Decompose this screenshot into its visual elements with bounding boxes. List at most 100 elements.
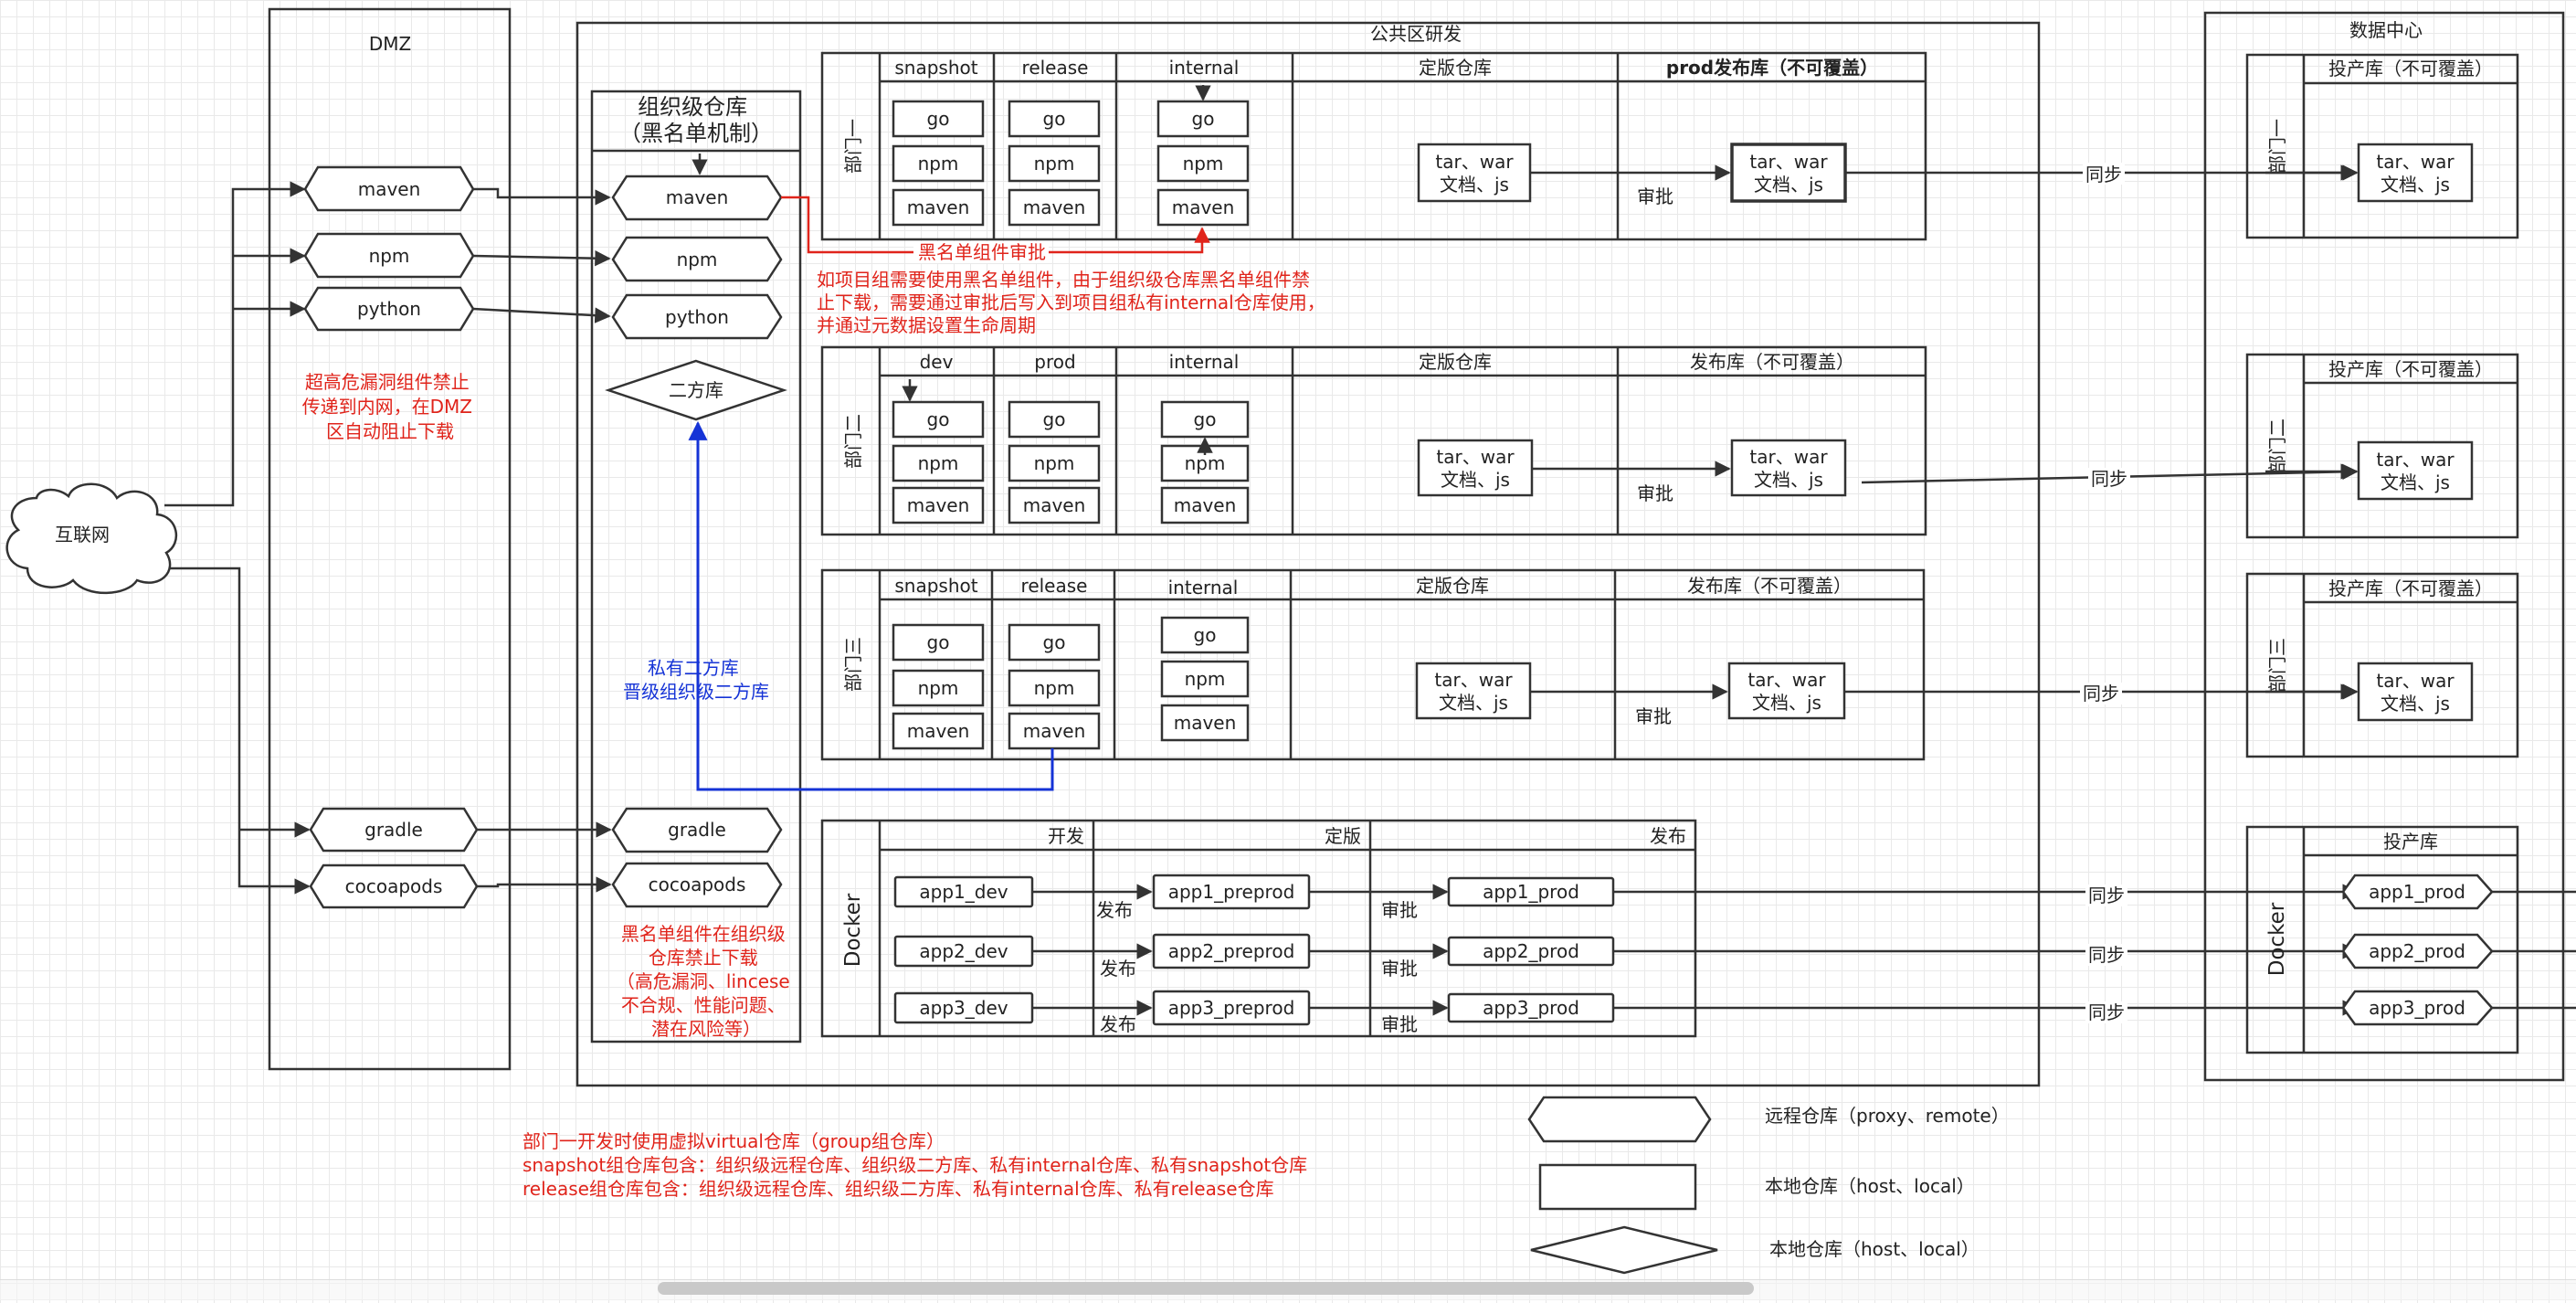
approve-docker-3: 审批 (1381, 1013, 1418, 1035)
org-npm-repo[interactable]: npm (611, 236, 783, 282)
dept3-internal-go[interactable]: go (1160, 616, 1250, 654)
dc-dept3-repo-title: 投产库（不可覆盖） (2328, 577, 2493, 599)
dept3-snapshot-maven[interactable]: maven (892, 712, 985, 750)
dept2-approve: 审批 (1637, 482, 1673, 504)
svg-text:maven: maven (666, 186, 729, 208)
app1-prod[interactable]: app1_prod (1447, 876, 1615, 907)
svg-text:app1_prod: app1_prod (1483, 881, 1579, 903)
dmz-cocoapods-repo[interactable]: cocoapods (309, 863, 479, 909)
dept2-dev-go[interactable]: go (892, 400, 985, 439)
dept2-col-fixed: 定版仓库 (1419, 351, 1492, 373)
bottom-notes: 部门一开发时使用虚拟virtual仓库（group组仓库） snapshot组仓… (523, 1130, 1307, 1200)
svg-text:go: go (1194, 624, 1217, 646)
org-maven-repo[interactable]: maven (611, 175, 783, 221)
internet-label: 互联网 (55, 524, 110, 546)
svg-text:部门三: 部门三 (2266, 638, 2288, 693)
dept2-prod-npm[interactable]: npm (1008, 444, 1101, 482)
dmz-python-repo[interactable]: python (303, 286, 475, 332)
svg-text:npm: npm (918, 452, 959, 474)
svg-text:maven: maven (1174, 494, 1237, 516)
svg-text:maven: maven (358, 178, 421, 200)
dept2-col-prod: prod (1034, 351, 1075, 373)
svg-text:app1_prod: app1_prod (2369, 881, 2465, 903)
dc-app1-prod[interactable]: app1_prod (2341, 874, 2494, 910)
app3-dev[interactable]: app3_dev (893, 991, 1034, 1024)
org-second-party-repo[interactable]: 二方库 (605, 359, 787, 421)
app2-preprod[interactable]: app2_preprod (1152, 933, 1311, 969)
horizontal-scrollbar-thumb[interactable] (658, 1282, 1754, 1295)
svg-text:go: go (927, 108, 950, 130)
dept1-snapshot-npm[interactable]: npm (892, 144, 985, 183)
dept2-internal-maven[interactable]: maven (1160, 486, 1250, 524)
dc-app3-prod[interactable]: app3_prod (2341, 990, 2494, 1026)
app3-prod[interactable]: app3_prod (1447, 992, 1615, 1023)
svg-text:app2_prod: app2_prod (1483, 940, 1579, 962)
public-area: 公共区研发 (575, 21, 2041, 1087)
dept3-snapshot-go[interactable]: go (892, 623, 985, 662)
dept1-internal-go[interactable]: go (1156, 100, 1250, 138)
dept2-dev-maven[interactable]: maven (892, 486, 985, 524)
dept1-panel: 部门一 snapshot release internal 定版仓库 prod发… (820, 51, 1927, 241)
app2-prod[interactable]: app2_prod (1447, 936, 1615, 967)
dept3-snapshot-npm[interactable]: npm (892, 669, 985, 707)
org-cocoapods-repo[interactable]: cocoapods (611, 862, 783, 908)
approve-docker-2: 审批 (1381, 958, 1418, 980)
sync-dept1: 同步 (2085, 164, 2122, 185)
svg-text:gradle: gradle (364, 819, 423, 841)
dmz-maven-repo[interactable]: maven (303, 165, 475, 212)
svg-text:app2_preprod: app2_preprod (1168, 940, 1295, 962)
dept3-approve: 审批 (1635, 705, 1672, 727)
app1-preprod[interactable]: app1_preprod (1152, 874, 1311, 910)
dept2-prod-maven[interactable]: maven (1008, 486, 1101, 524)
dept1-release-go[interactable]: go (1008, 100, 1101, 138)
svg-text:gradle: gradle (668, 819, 726, 841)
dept3-release-go[interactable]: go (1008, 623, 1101, 662)
dept1-snapshot-maven[interactable]: maven (892, 188, 985, 227)
org-python-repo[interactable]: python (611, 293, 783, 340)
svg-text:maven: maven (1174, 712, 1237, 734)
docker-dev-images: app1_dev app2_dev app3_dev 发布 发布 发布 (893, 875, 1153, 1035)
dmz-npm-repo[interactable]: npm (303, 232, 475, 279)
svg-text:app2_dev: app2_dev (919, 940, 1008, 962)
org-gradle-repo[interactable]: gradle (611, 807, 783, 853)
dept3-release-maven[interactable]: maven (1008, 712, 1101, 750)
dept3-internal-npm[interactable]: npm (1160, 660, 1250, 698)
dept1-snapshot-go[interactable]: go (892, 100, 985, 138)
publish-2: 发布 (1100, 958, 1136, 980)
dc-app2-prod[interactable]: app2_prod (2341, 933, 2494, 969)
dept3-internal-maven[interactable]: maven (1160, 704, 1250, 742)
svg-text:本地仓库（host、local）: 本地仓库（host、local） (1765, 1175, 1975, 1197)
dept1-col-internal: internal (1169, 57, 1240, 79)
dept1-col-prod: prod发布库（不可覆盖） (1666, 57, 1878, 79)
svg-text:npm: npm (1034, 677, 1075, 699)
app2-dev[interactable]: app2_dev (893, 935, 1034, 968)
dept3-release-npm[interactable]: npm (1008, 669, 1101, 707)
dept1-internal-maven[interactable]: maven (1156, 188, 1250, 227)
org-blacklist-note: 黑名单组件在组织级 仓库禁止下载 （高危漏洞、lincese 不合规、性能问题、… (617, 923, 796, 1040)
dept1-release-maven[interactable]: maven (1008, 188, 1101, 227)
dept2-internal-go[interactable]: go (1160, 400, 1250, 439)
dept2-prod-go[interactable]: go (1008, 400, 1101, 439)
dept2-dev-npm[interactable]: npm (892, 444, 985, 482)
dept1-approve: 审批 (1637, 185, 1673, 207)
app1-dev[interactable]: app1_dev (893, 875, 1034, 908)
dept3-col-internal: internal (1168, 577, 1239, 599)
dept2-label: 部门二 (842, 414, 864, 469)
dmz-gradle-repo[interactable]: gradle (309, 807, 479, 853)
dept1-internal-npm[interactable]: npm (1156, 144, 1250, 183)
app3-preprod[interactable]: app3_preprod (1152, 990, 1311, 1026)
dept1-release-npm[interactable]: npm (1008, 144, 1101, 183)
svg-text:maven: maven (1023, 196, 1086, 218)
